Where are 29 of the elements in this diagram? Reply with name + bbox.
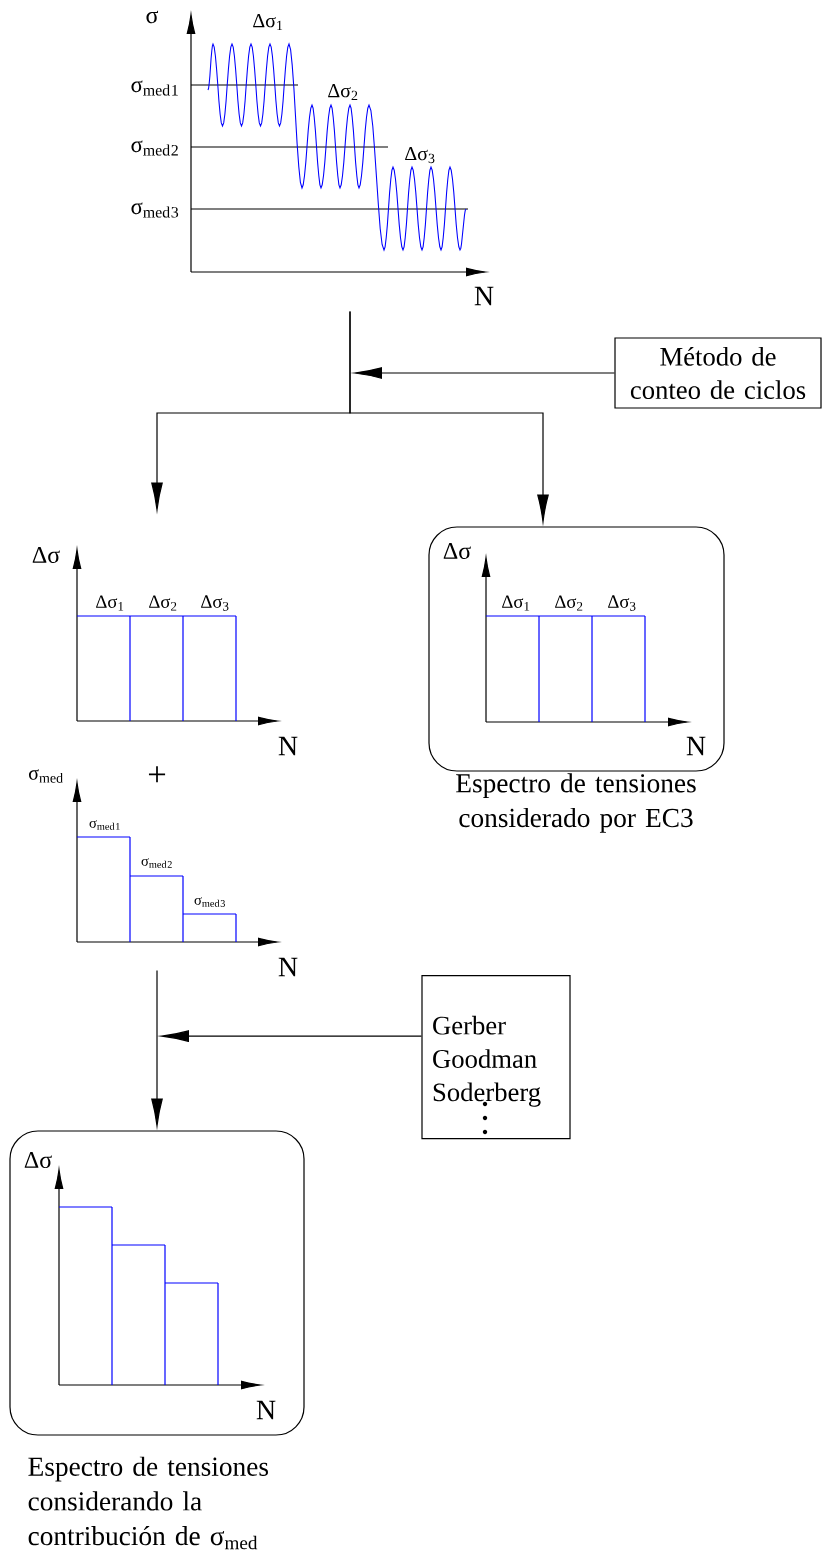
- range-label: Δσ$_{2}$: [149, 595, 177, 611]
- axis-label: σ$_{med}$: [29, 769, 63, 783]
- range-label: Δσ$_{3}$: [608, 595, 636, 611]
- mean-label: σ$_{med1}$: [89, 820, 120, 830]
- arrow: [151, 970, 163, 1127]
- axis-label: N: [256, 1400, 276, 1420]
- mean-label: σ$_{med3}$: [194, 897, 225, 907]
- node-label: Espectro de tensiones considerado por EC3: [456, 773, 696, 833]
- arrow: [354, 367, 615, 379]
- axis-label: Δσ: [24, 1151, 52, 1169]
- range-label: Δσ$_{1}$: [253, 13, 283, 31]
- axis-label: N: [278, 736, 298, 756]
- axis-label: N: [686, 736, 706, 756]
- axis-label: N: [278, 957, 298, 977]
- range-label: Δσ$_{2}$: [555, 595, 583, 611]
- process-box: Gerber Goodman Soderberg: [421, 975, 571, 1140]
- arrow: [349, 311, 549, 523]
- mean-label: σ$_{med2}$: [141, 858, 172, 868]
- axis-label: N: [474, 286, 494, 306]
- range-label: Δσ$_{1}$: [96, 595, 124, 611]
- plus-sign: +: [148, 766, 166, 783]
- axis-label: Δσ: [443, 542, 471, 560]
- range-label: Δσ$_{3}$: [405, 146, 435, 164]
- node-label: Espectro de tensiones considerando la contribución de σ$_{med}$: [28, 1456, 268, 1550]
- axis-label: σ: [146, 10, 159, 24]
- process-box: Método de conteo de ciclos: [614, 337, 822, 409]
- range-label: Δσ$_{2}$: [328, 83, 358, 101]
- range-label: Δσ$_{3}$: [201, 595, 229, 611]
- range-label: Δσ$_{1}$: [502, 595, 530, 611]
